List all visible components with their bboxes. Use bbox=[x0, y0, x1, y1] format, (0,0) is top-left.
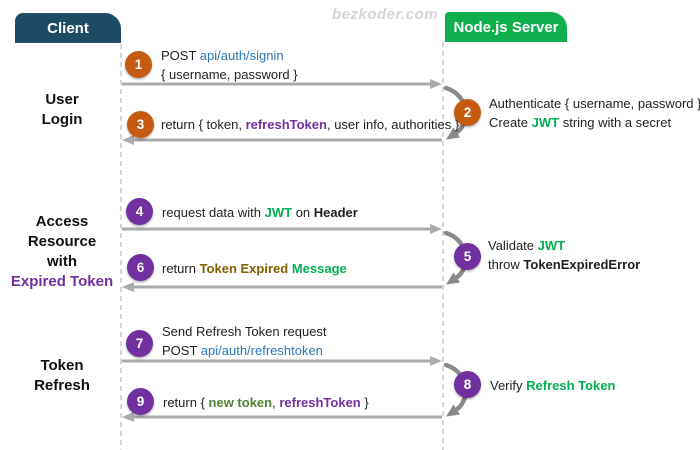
text-part: JWT bbox=[531, 115, 560, 130]
message-line: request data with JWT on Header bbox=[162, 203, 358, 222]
text-part: TokenExpiredError bbox=[523, 257, 641, 272]
actor-client-header: Client bbox=[15, 13, 121, 43]
text-part: new token bbox=[208, 395, 273, 410]
step-2-badge: 2 bbox=[454, 99, 481, 126]
step-5-message: Validate JWT throw TokenExpiredError bbox=[488, 236, 640, 274]
section-line: Login bbox=[41, 111, 83, 128]
section-line: Access bbox=[35, 213, 89, 230]
section-line: Expired Token bbox=[10, 273, 114, 290]
step-1-badge: 1 bbox=[125, 51, 152, 78]
step-4-badge: 4 bbox=[126, 198, 153, 225]
step-8-message: Verify Refresh Token bbox=[490, 376, 615, 395]
text-part: return bbox=[162, 261, 200, 276]
step-number: 2 bbox=[463, 105, 472, 120]
message-line: POST api/auth/refreshtoken bbox=[162, 341, 327, 360]
text-part: , user info, authorities } bbox=[326, 117, 460, 132]
text-part: Header bbox=[313, 205, 358, 220]
message-line: return { token, refreshToken, user info,… bbox=[161, 115, 459, 134]
text-part: , bbox=[272, 395, 280, 410]
step-3-message: return { token, refreshToken, user info,… bbox=[161, 115, 459, 134]
section-line: Resource bbox=[27, 233, 97, 250]
step-5-badge: 5 bbox=[454, 243, 481, 270]
text-part: api/auth/refreshtoken bbox=[200, 343, 323, 358]
actor-client-label: Client bbox=[47, 19, 89, 37]
step-number: 8 bbox=[463, 377, 472, 392]
step-9-message: return { new token, refreshToken } bbox=[163, 393, 369, 412]
text-part: on bbox=[292, 205, 314, 220]
actor-server-label: Node.js Server bbox=[453, 18, 559, 36]
watermark: bezkoder.com bbox=[332, 6, 439, 23]
section-line: User bbox=[45, 91, 79, 108]
step-6-badge: 6 bbox=[127, 254, 154, 281]
section-label-user-login: User Login bbox=[8, 90, 116, 130]
text-part: return { bbox=[163, 395, 209, 410]
step-7-badge: 7 bbox=[126, 330, 153, 357]
text-part: JWT bbox=[537, 238, 566, 253]
step-6-message: return Token Expired Message bbox=[162, 259, 347, 278]
message-line: POST api/auth/signin bbox=[161, 46, 298, 65]
message-line: Verify Refresh Token bbox=[490, 376, 615, 395]
text-part: Refresh Token bbox=[526, 378, 616, 393]
message-line: Validate JWT bbox=[488, 236, 640, 255]
text-part: Create bbox=[489, 115, 532, 130]
step-number: 9 bbox=[136, 394, 145, 409]
step-8-badge: 8 bbox=[454, 371, 481, 398]
step-2-message: Authenticate { username, password } Crea… bbox=[489, 94, 700, 132]
text-part: POST bbox=[162, 343, 201, 358]
text-part: Authenticate { username, password } bbox=[489, 96, 700, 111]
section-line: Token bbox=[40, 357, 84, 374]
step-number: 7 bbox=[135, 336, 144, 351]
text-part: throw bbox=[488, 257, 524, 272]
text-part: { username, password } bbox=[161, 67, 298, 82]
actor-server-header: Node.js Server bbox=[445, 12, 567, 42]
text-part: return { token, bbox=[161, 117, 246, 132]
text-part: refreshToken bbox=[279, 395, 361, 410]
message-line: return Token Expired Message bbox=[162, 259, 347, 278]
text-part: Send Refresh Token request bbox=[162, 324, 327, 339]
text-part: } bbox=[360, 395, 369, 410]
section-line: Refresh bbox=[34, 377, 90, 394]
step-4-message: request data with JWT on Header bbox=[162, 203, 358, 222]
message-line: return { new token, refreshToken } bbox=[163, 393, 369, 412]
text-part: string with a secret bbox=[559, 115, 672, 130]
section-line: with bbox=[47, 253, 77, 270]
message-line: Create JWT string with a secret bbox=[489, 113, 700, 132]
text-part: Message bbox=[291, 261, 347, 276]
message-line: { username, password } bbox=[161, 65, 298, 84]
message-line: throw TokenExpiredError bbox=[488, 255, 640, 274]
step-number: 6 bbox=[136, 260, 145, 275]
text-part: api/auth/signin bbox=[199, 48, 284, 63]
text-part: POST bbox=[161, 48, 200, 63]
step-number: 5 bbox=[463, 249, 472, 264]
step-7-message: Send Refresh Token request POST api/auth… bbox=[162, 322, 327, 360]
step-9-badge: 9 bbox=[127, 388, 154, 415]
step-number: 3 bbox=[136, 117, 145, 132]
message-line: Send Refresh Token request bbox=[162, 322, 327, 341]
text-part: Validate bbox=[488, 238, 538, 253]
section-label-access-resource-expired-token: Access Resource with Expired Token bbox=[4, 212, 120, 292]
step-1-message: POST api/auth/signin { username, passwor… bbox=[161, 46, 298, 84]
step-number: 4 bbox=[135, 204, 144, 219]
text-part: Verify bbox=[490, 378, 527, 393]
text-part: request data with bbox=[162, 205, 265, 220]
message-line: Authenticate { username, password } bbox=[489, 94, 700, 113]
text-part: JWT bbox=[264, 205, 293, 220]
text-part: Token Expired bbox=[199, 261, 289, 276]
step-3-badge: 3 bbox=[127, 111, 154, 138]
section-label-token-refresh: Token Refresh bbox=[8, 356, 116, 396]
step-number: 1 bbox=[134, 57, 143, 72]
text-part: refreshToken bbox=[245, 117, 327, 132]
